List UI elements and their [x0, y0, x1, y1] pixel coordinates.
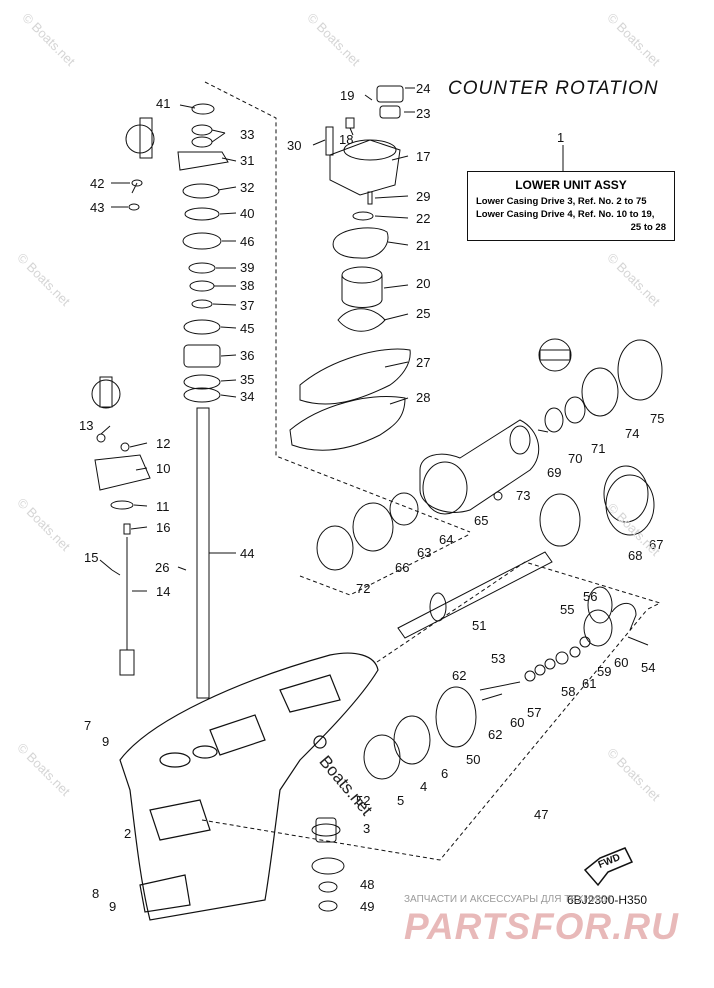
- part-label-56[interactable]: 56: [583, 589, 598, 604]
- part-label-50[interactable]: 50: [466, 752, 481, 767]
- part-label-11[interactable]: 11: [156, 499, 170, 514]
- part-label-14[interactable]: 14: [156, 584, 171, 599]
- part-label-5[interactable]: 5: [397, 793, 405, 808]
- part-label-22[interactable]: 22: [416, 211, 431, 226]
- part-label-44[interactable]: 44: [240, 546, 255, 561]
- part-label-39[interactable]: 39: [240, 260, 255, 275]
- part-label-33[interactable]: 33: [240, 127, 255, 142]
- leader-lines: [99, 87, 415, 592]
- part-label-60[interactable]: 60: [614, 655, 629, 670]
- part-label-29[interactable]: 29: [416, 189, 431, 204]
- assembly-line-3: 25 to 28: [630, 222, 666, 233]
- part-label-17[interactable]: 17: [416, 149, 431, 164]
- part-label-31[interactable]: 31: [240, 153, 255, 168]
- part-label-36[interactable]: 36: [240, 348, 255, 363]
- part-label-23[interactable]: 23: [416, 106, 431, 121]
- part-label-8[interactable]: 8: [92, 886, 100, 901]
- shift-rod-group: [91, 376, 151, 676]
- part-label-1[interactable]: 1: [557, 130, 565, 145]
- part-label-67[interactable]: 67: [649, 537, 664, 552]
- part-label-28[interactable]: 28: [416, 390, 431, 405]
- part-label-30[interactable]: 30: [287, 138, 302, 153]
- part-label-45[interactable]: 45: [240, 321, 255, 336]
- part-label-6[interactable]: 6: [441, 766, 449, 781]
- part-label-7[interactable]: 7: [84, 718, 92, 733]
- part-label-65[interactable]: 65: [474, 513, 489, 528]
- part-label-43[interactable]: 43: [90, 200, 105, 215]
- part-label-12[interactable]: 12: [156, 436, 171, 451]
- lower-casing-group: [119, 652, 379, 921]
- part-label-49[interactable]: 49: [360, 899, 375, 914]
- part-label-52[interactable]: 52: [356, 793, 371, 808]
- part-label-47[interactable]: 47: [534, 807, 549, 822]
- brand-logo: PARTSFOR.RU: [404, 906, 679, 947]
- part-label-64[interactable]: 64: [439, 532, 454, 547]
- part-label-54[interactable]: 54: [641, 660, 656, 675]
- part-label-68[interactable]: 68: [628, 548, 643, 563]
- fwd-arrow-icon: [583, 847, 634, 887]
- part-label-40[interactable]: 40: [240, 206, 255, 221]
- part-label-69[interactable]: 69: [547, 465, 562, 480]
- part-label-38[interactable]: 38: [240, 278, 255, 293]
- part-label-55[interactable]: 55: [560, 602, 575, 617]
- part-label-32[interactable]: 32: [240, 180, 255, 195]
- part-label-63[interactable]: 63: [417, 545, 432, 560]
- part-label-19[interactable]: 19: [340, 88, 355, 103]
- part-label-35[interactable]: 35: [240, 372, 255, 387]
- part-label-59[interactable]: 59: [597, 664, 612, 679]
- clutch-group: [479, 602, 649, 701]
- prop-shaft-group: [311, 493, 613, 912]
- part-label-53[interactable]: 53: [491, 651, 506, 666]
- part-label-16[interactable]: 16: [156, 520, 171, 535]
- drawing-code: 6BJ2300-H350: [567, 893, 648, 907]
- part-label-62[interactable]: 62: [452, 668, 467, 683]
- part-label-57[interactable]: 57: [527, 705, 542, 720]
- diagram-title: COUNTER ROTATION: [448, 78, 659, 99]
- part-label-61[interactable]: 61: [582, 676, 597, 691]
- assembly-title: LOWER UNIT ASSY: [515, 178, 627, 192]
- part-label-62-lower[interactable]: 62: [488, 727, 503, 742]
- part-label-25[interactable]: 25: [416, 306, 431, 321]
- part-label-20[interactable]: 20: [416, 276, 431, 291]
- part-label-72[interactable]: 72: [356, 581, 371, 596]
- water-pump-group: [289, 85, 411, 451]
- assembly-line-1: Lower Casing Drive 3, Ref. No. 2 to 75: [476, 196, 647, 207]
- part-label-2[interactable]: 2: [124, 826, 132, 841]
- part-label-26[interactable]: 26: [155, 560, 170, 575]
- part-label-4[interactable]: 4: [420, 779, 428, 794]
- part-label-9-lower[interactable]: 9: [109, 899, 117, 914]
- part-label-18[interactable]: 18: [339, 132, 354, 147]
- part-label-70[interactable]: 70: [568, 451, 583, 466]
- part-label-27[interactable]: 27: [416, 355, 431, 370]
- part-label-58[interactable]: 58: [561, 684, 576, 699]
- part-label-21[interactable]: 21: [416, 238, 431, 253]
- part-label-75[interactable]: 75: [650, 411, 665, 426]
- group-boundary-lines: [201, 81, 662, 861]
- drive-shaft-group: [125, 103, 229, 699]
- part-label-9[interactable]: 9: [102, 734, 110, 749]
- part-label-66[interactable]: 66: [395, 560, 410, 575]
- part-label-34[interactable]: 34: [240, 389, 255, 404]
- part-label-71[interactable]: 71: [591, 441, 606, 456]
- part-label-41[interactable]: 41: [156, 96, 171, 111]
- part-label-60-lower[interactable]: 60: [510, 715, 525, 730]
- part-label-42[interactable]: 42: [90, 176, 105, 191]
- part-label-13[interactable]: 13: [79, 418, 94, 433]
- part-label-10[interactable]: 10: [156, 461, 171, 476]
- part-label-3[interactable]: 3: [363, 821, 371, 836]
- part-label-37[interactable]: 37: [240, 298, 255, 313]
- bearing-housing-group: [316, 338, 663, 571]
- assembly-info-box: LOWER UNIT ASSY Lower Casing Drive 3, Re…: [467, 171, 675, 241]
- part-label-15[interactable]: 15: [84, 550, 99, 565]
- part-label-73[interactable]: 73: [516, 488, 531, 503]
- part-label-24[interactable]: 24: [416, 81, 431, 96]
- part-label-48[interactable]: 48: [360, 877, 375, 892]
- part-label-46[interactable]: 46: [240, 234, 255, 249]
- part-label-74[interactable]: 74: [625, 426, 640, 441]
- footer-tagline: ЗАПЧАСТИ И АКСЕССУАРЫ ДЛЯ ТЕХНИКИ: [404, 894, 612, 905]
- assembly-line-2: Lower Casing Drive 4, Ref. No. 10 to 19,: [476, 209, 655, 220]
- part-label-51[interactable]: 51: [472, 618, 487, 633]
